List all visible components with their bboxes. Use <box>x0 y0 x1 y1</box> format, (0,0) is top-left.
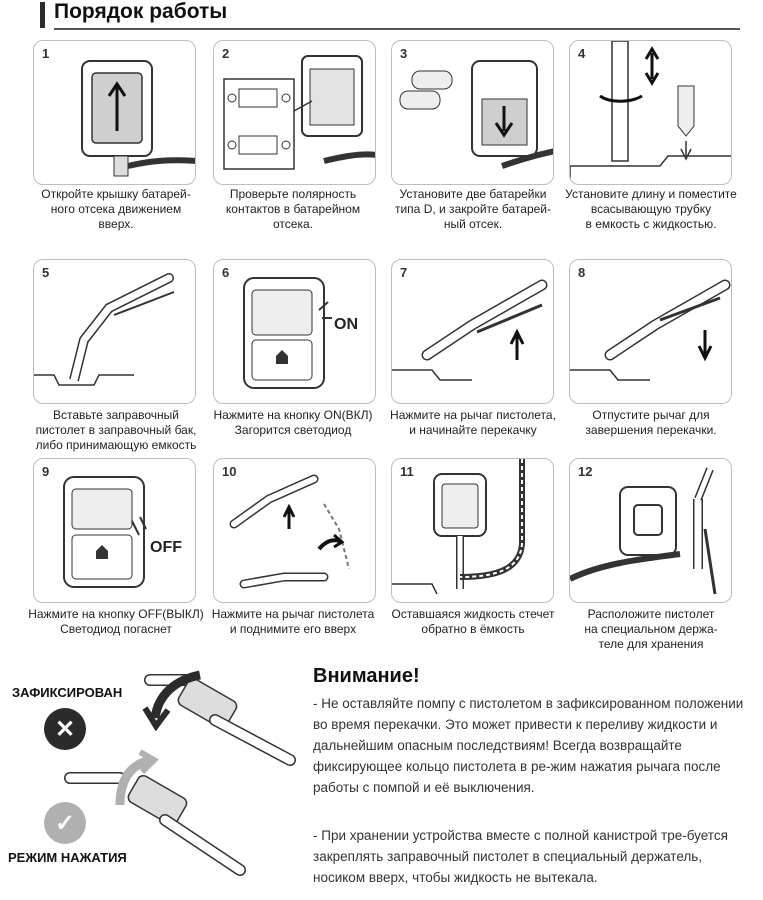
release-lever-illustration <box>570 279 731 381</box>
x-icon: ✕ <box>44 708 86 750</box>
step-3-panel: 3 <box>391 40 554 185</box>
power-on-illustration <box>243 277 332 389</box>
step-8-caption: Отпустите рычаг для завершения перекачки… <box>585 408 717 437</box>
check-icon: ✓ <box>44 802 86 844</box>
off-label: OFF <box>150 539 182 556</box>
step-number: 7 <box>400 265 408 280</box>
insert-batteries-illustration <box>399 60 553 169</box>
press-lever-illustration <box>392 279 548 381</box>
step-1-caption: Откройте крышку батарей- ного отсека дви… <box>41 187 191 231</box>
step-10-caption: Нажмите на рычаг пистолета и поднимите е… <box>211 607 375 636</box>
step-number: 3 <box>400 46 408 61</box>
step-1-panel: 1 <box>33 40 196 185</box>
step-number: 1 <box>42 46 50 61</box>
step-number: 12 <box>578 464 593 479</box>
page-title: Порядок работы <box>54 0 228 23</box>
lock-mode-illustration: ЗАФИКСИРОВАН ✕ ✓ РЕЖИМ НАЖАТИЯ <box>0 660 305 900</box>
step-3-caption: Установите две батарейки типа D, и закро… <box>394 187 551 231</box>
step-number: 6 <box>222 265 230 280</box>
storage-holder-illustration <box>570 467 717 595</box>
polarity-check-illustration <box>223 55 375 170</box>
step-number: 11 <box>400 464 414 479</box>
step-9-caption: Нажмите на кнопку OFF(ВЫКЛ) Светодиод по… <box>28 607 204 636</box>
step-4-caption: Установите длину и поместите всасывающую… <box>565 187 737 231</box>
step-7-panel: 7 <box>391 259 554 404</box>
press-label: РЕЖИМ НАЖАТИЯ <box>8 850 127 865</box>
warning-title: Внимание! <box>313 665 420 687</box>
warning-paragraph-2: - При хранении устройства вместе с полно… <box>313 828 728 885</box>
step-number: 8 <box>578 265 586 280</box>
step-12-panel: 12 <box>569 458 732 603</box>
header-bar <box>40 2 45 28</box>
section-header: Порядок работы <box>40 0 740 30</box>
step-number: 9 <box>42 464 50 479</box>
step-11-caption: Оставшаяся жидкость стечет обратно в ёмк… <box>391 607 555 636</box>
step-4-panel: 4 <box>569 40 732 185</box>
step-9-panel: 9 OFF <box>33 458 196 603</box>
step-number: 10 <box>222 464 237 479</box>
step-11-panel: 11 <box>391 458 554 603</box>
warning-paragraph-1: - Не оставляйте помпу с пистолетом в заф… <box>313 696 744 795</box>
power-off-illustration <box>63 476 147 588</box>
on-label: ON <box>334 316 358 333</box>
battery-cover-open-illustration <box>81 60 195 177</box>
step-number: 5 <box>42 265 50 280</box>
drain-back-illustration <box>392 459 525 595</box>
step-6-panel: 6 ON <box>213 259 376 404</box>
locked-label: ЗАФИКСИРОВАН <box>12 685 123 700</box>
step-2-panel: 2 <box>213 40 376 185</box>
step-number: 4 <box>578 46 586 61</box>
step-8-panel: 8 <box>569 259 732 404</box>
step-2-caption: Проверьте полярность контактов в батарей… <box>225 187 361 231</box>
lift-nozzle-illustration <box>229 474 350 589</box>
insert-nozzle-illustration <box>34 273 175 386</box>
step-6-caption: Нажмите на кнопку ON(ВКЛ) Загорится свет… <box>213 408 373 437</box>
header-rule <box>54 28 740 30</box>
step-7-caption: Нажмите на рычаг пистолета, и начинайте … <box>390 408 556 437</box>
step-number: 2 <box>222 46 230 61</box>
nozzle-ring-drawing <box>64 670 296 876</box>
step-10-panel: 10 <box>213 458 376 603</box>
step-5-panel: 5 <box>33 259 196 404</box>
step-12-caption: Расположите пистолет на специальном держ… <box>584 607 718 651</box>
step-5-caption: Вставьте заправочный пистолет в заправоч… <box>35 408 197 452</box>
adjust-tube-illustration <box>570 41 731 181</box>
